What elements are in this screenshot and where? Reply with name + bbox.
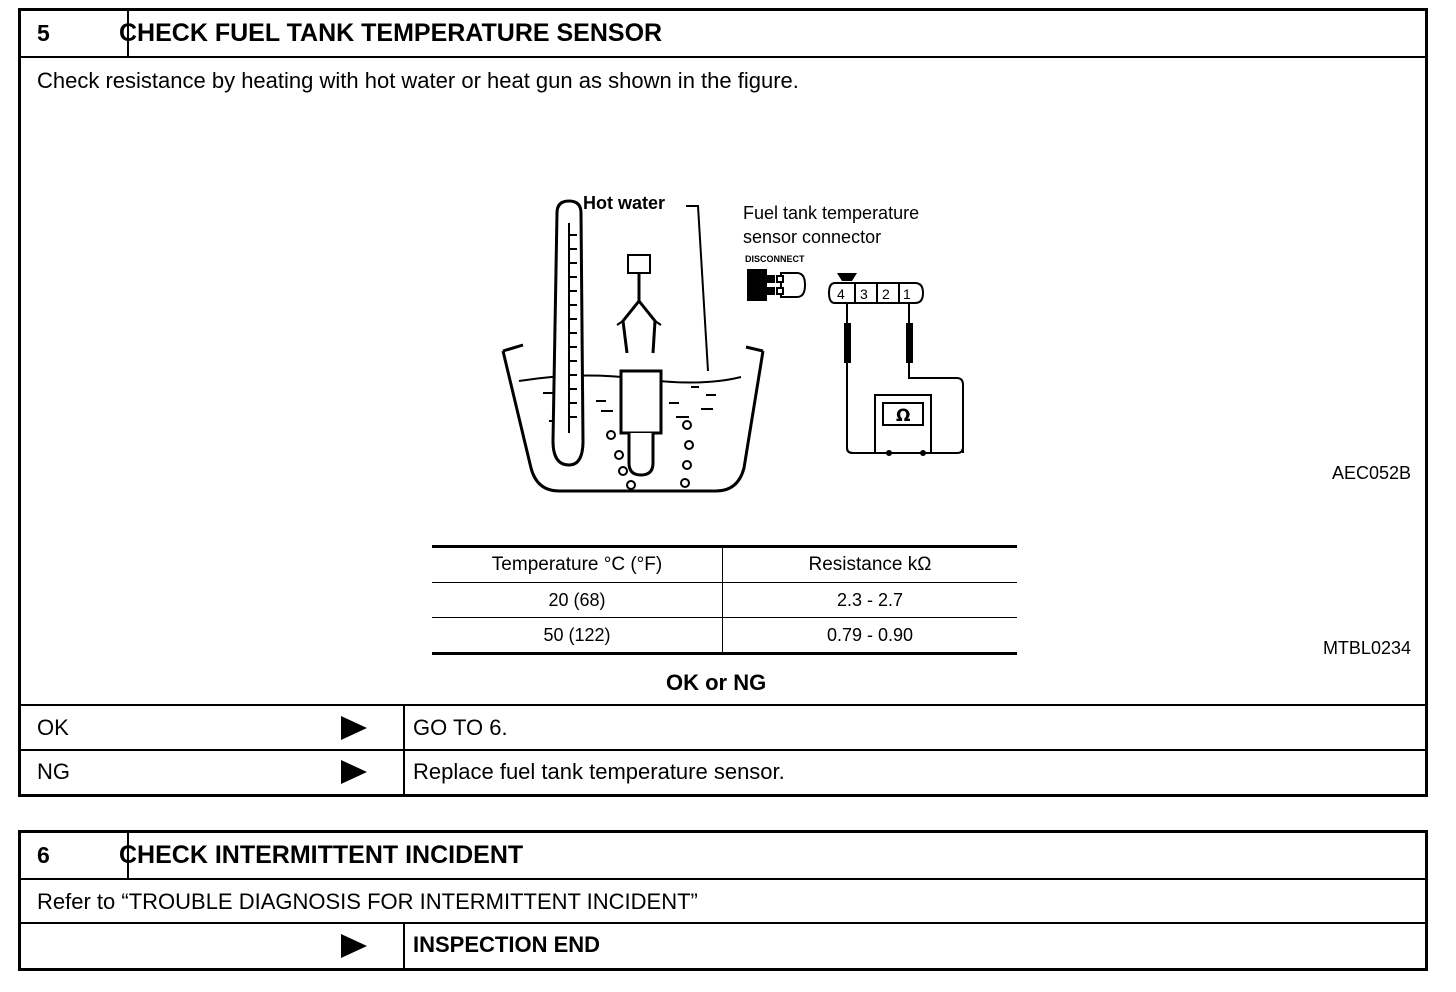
column-divider: [403, 751, 405, 794]
table-row: 20 (68) 2.3 - 2.7: [432, 582, 1017, 618]
step-6-body: Refer to “TROUBLE DIAGNOSIS FOR INTERMIT…: [21, 880, 1425, 924]
table-cell: 50 (122): [432, 617, 723, 654]
sensor-test-figure: Hot water Fuel tank temperature sensor c…: [501, 193, 964, 493]
result-row-end: INSPECTION END: [21, 924, 1425, 968]
instruction-text: Check resistance by heating with hot wat…: [37, 68, 799, 93]
step-number: 5: [21, 11, 129, 56]
disconnect-icon: [747, 269, 807, 301]
result-action: INSPECTION END: [413, 932, 601, 957]
figure-code: AEC052B: [1331, 463, 1411, 483]
thermometer-scale: [569, 234, 577, 418]
step-5-block: 5 CHECK FUEL TANK TEMPERATURE SENSOR Che…: [18, 8, 1428, 797]
table-cell: 2.3 - 2.7: [722, 582, 1017, 618]
step-title: CHECK INTERMITTENT INCIDENT: [119, 841, 524, 869]
arrow-right-icon: [341, 716, 367, 740]
pin-4: 4: [837, 286, 845, 302]
result-action: Replace fuel tank temperature sensor.: [413, 759, 785, 784]
result-label: OK: [37, 715, 69, 740]
table-cell: 20 (68): [432, 582, 723, 618]
disconnect-label: DISCONNECT: [745, 254, 805, 264]
step-number: 6: [21, 833, 129, 878]
column-divider: [403, 924, 405, 968]
ohm-symbol: Ω: [896, 406, 910, 426]
result-row-ok: OK GO TO 6.: [21, 706, 1425, 751]
meter-probes: [844, 303, 964, 453]
table-code: MTBL0234: [1322, 638, 1411, 658]
step-6-block: 6 CHECK INTERMITTENT INCIDENT Refer to “…: [18, 830, 1428, 971]
pin-3: 3: [860, 286, 868, 302]
table-row: 50 (122) 0.79 - 0.90: [432, 617, 1017, 654]
result-row-ng: NG Replace fuel tank temperature sensor.: [21, 751, 1425, 794]
hot-water-label: Hot water: [583, 193, 665, 213]
arrow-right-icon: [341, 760, 367, 784]
result-label: NG: [37, 759, 70, 784]
connector-label-line1: Fuel tank temperature: [743, 203, 919, 223]
table-header-resistance: Resistance kΩ: [722, 546, 1017, 583]
connector-label-line2: sensor connector: [743, 227, 881, 247]
step-title: CHECK FUEL TANK TEMPERATURE SENSOR: [119, 19, 663, 47]
step-6-header: 6 CHECK INTERMITTENT INCIDENT: [21, 833, 1425, 880]
result-prompt: OK or NG: [666, 670, 767, 695]
step-5-body: Check resistance by heating with hot wat…: [21, 58, 1425, 706]
pin-2: 2: [882, 286, 890, 302]
step-5-header: 5 CHECK FUEL TANK TEMPERATURE SENSOR: [21, 11, 1425, 58]
arrow-right-icon: [341, 934, 367, 958]
column-divider: [403, 706, 405, 749]
connector-pins: 4 3 2 1: [827, 273, 925, 304]
table-cell: 0.79 - 0.90: [826, 624, 914, 645]
resistance-spec-table: Temperature °C (°F) Resistance kΩ 20 (68…: [432, 545, 1017, 655]
instruction-text: Refer to “TROUBLE DIAGNOSIS FOR INTERMIT…: [37, 889, 698, 914]
result-action: GO TO 6.: [413, 715, 508, 740]
pin-1: 1: [903, 286, 911, 302]
table-header-temperature: Temperature °C (°F): [432, 546, 723, 583]
ohm-meter: Ω: [846, 394, 964, 456]
